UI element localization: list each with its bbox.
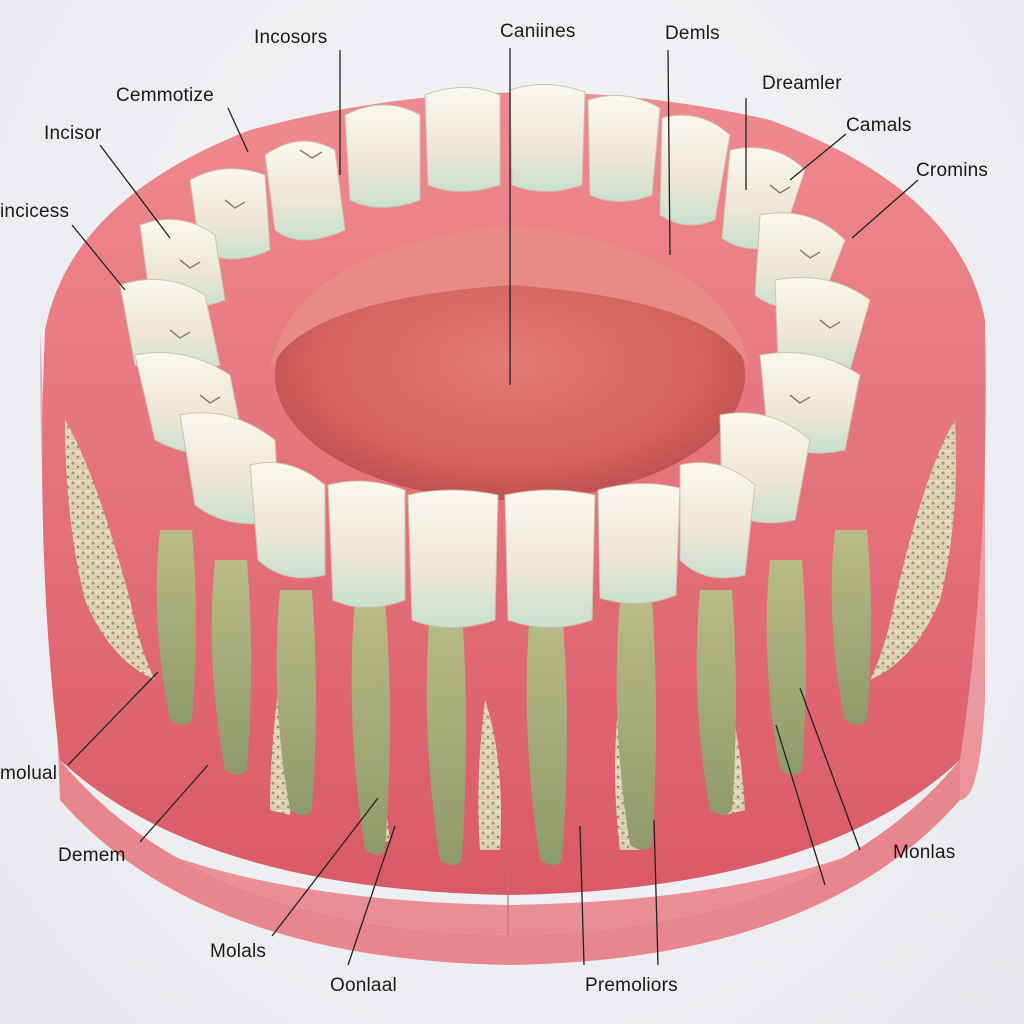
label-incicess: incicess [0,201,70,222]
jaw-base-bottom [60,760,960,965]
teeth-left-side [119,218,326,579]
inner-gum-ridge [270,225,750,370]
label-canines: Caniines [500,21,576,42]
leader-incisor [99,144,171,239]
label-cemmotize: Cemmotize [116,85,214,106]
leader-incicess [71,224,126,291]
label-demls: Demls [665,23,720,44]
label-demem: Demem [58,845,126,866]
label-oonlaal: Oonlaal [330,975,397,996]
label-dreamler: Dreamler [762,73,842,94]
label-incosors: Incosors [254,27,328,48]
teeth-front-row [327,480,681,628]
teeth-right-side [679,212,871,579]
label-incisor: Incisor [44,123,102,144]
leader-demem [139,764,209,843]
leader-oonlaal [347,825,396,966]
leader-cromins [851,179,919,239]
label-molual: molual [0,763,58,784]
tooth-roots [156,530,871,865]
label-molals: Molals [210,941,267,962]
label-camals: Camals [846,115,912,136]
occlusal-grooves [169,149,841,404]
leader-monlas [799,687,861,851]
leader-premoliors-1 [579,825,585,966]
leader-premoliors-2 [653,819,659,966]
label-premoliors: Premoliors [585,975,678,996]
leader-camals [789,133,847,181]
leader-lines [67,48,919,966]
leader-molual [67,671,159,766]
leader-cemmotize [227,107,249,153]
leader-monlas-2 [775,724,826,886]
leader-molals [271,797,379,937]
label-cromins: Cromins [916,160,989,181]
leader-demls [667,49,671,256]
label-monlas: Monlas [893,842,956,863]
